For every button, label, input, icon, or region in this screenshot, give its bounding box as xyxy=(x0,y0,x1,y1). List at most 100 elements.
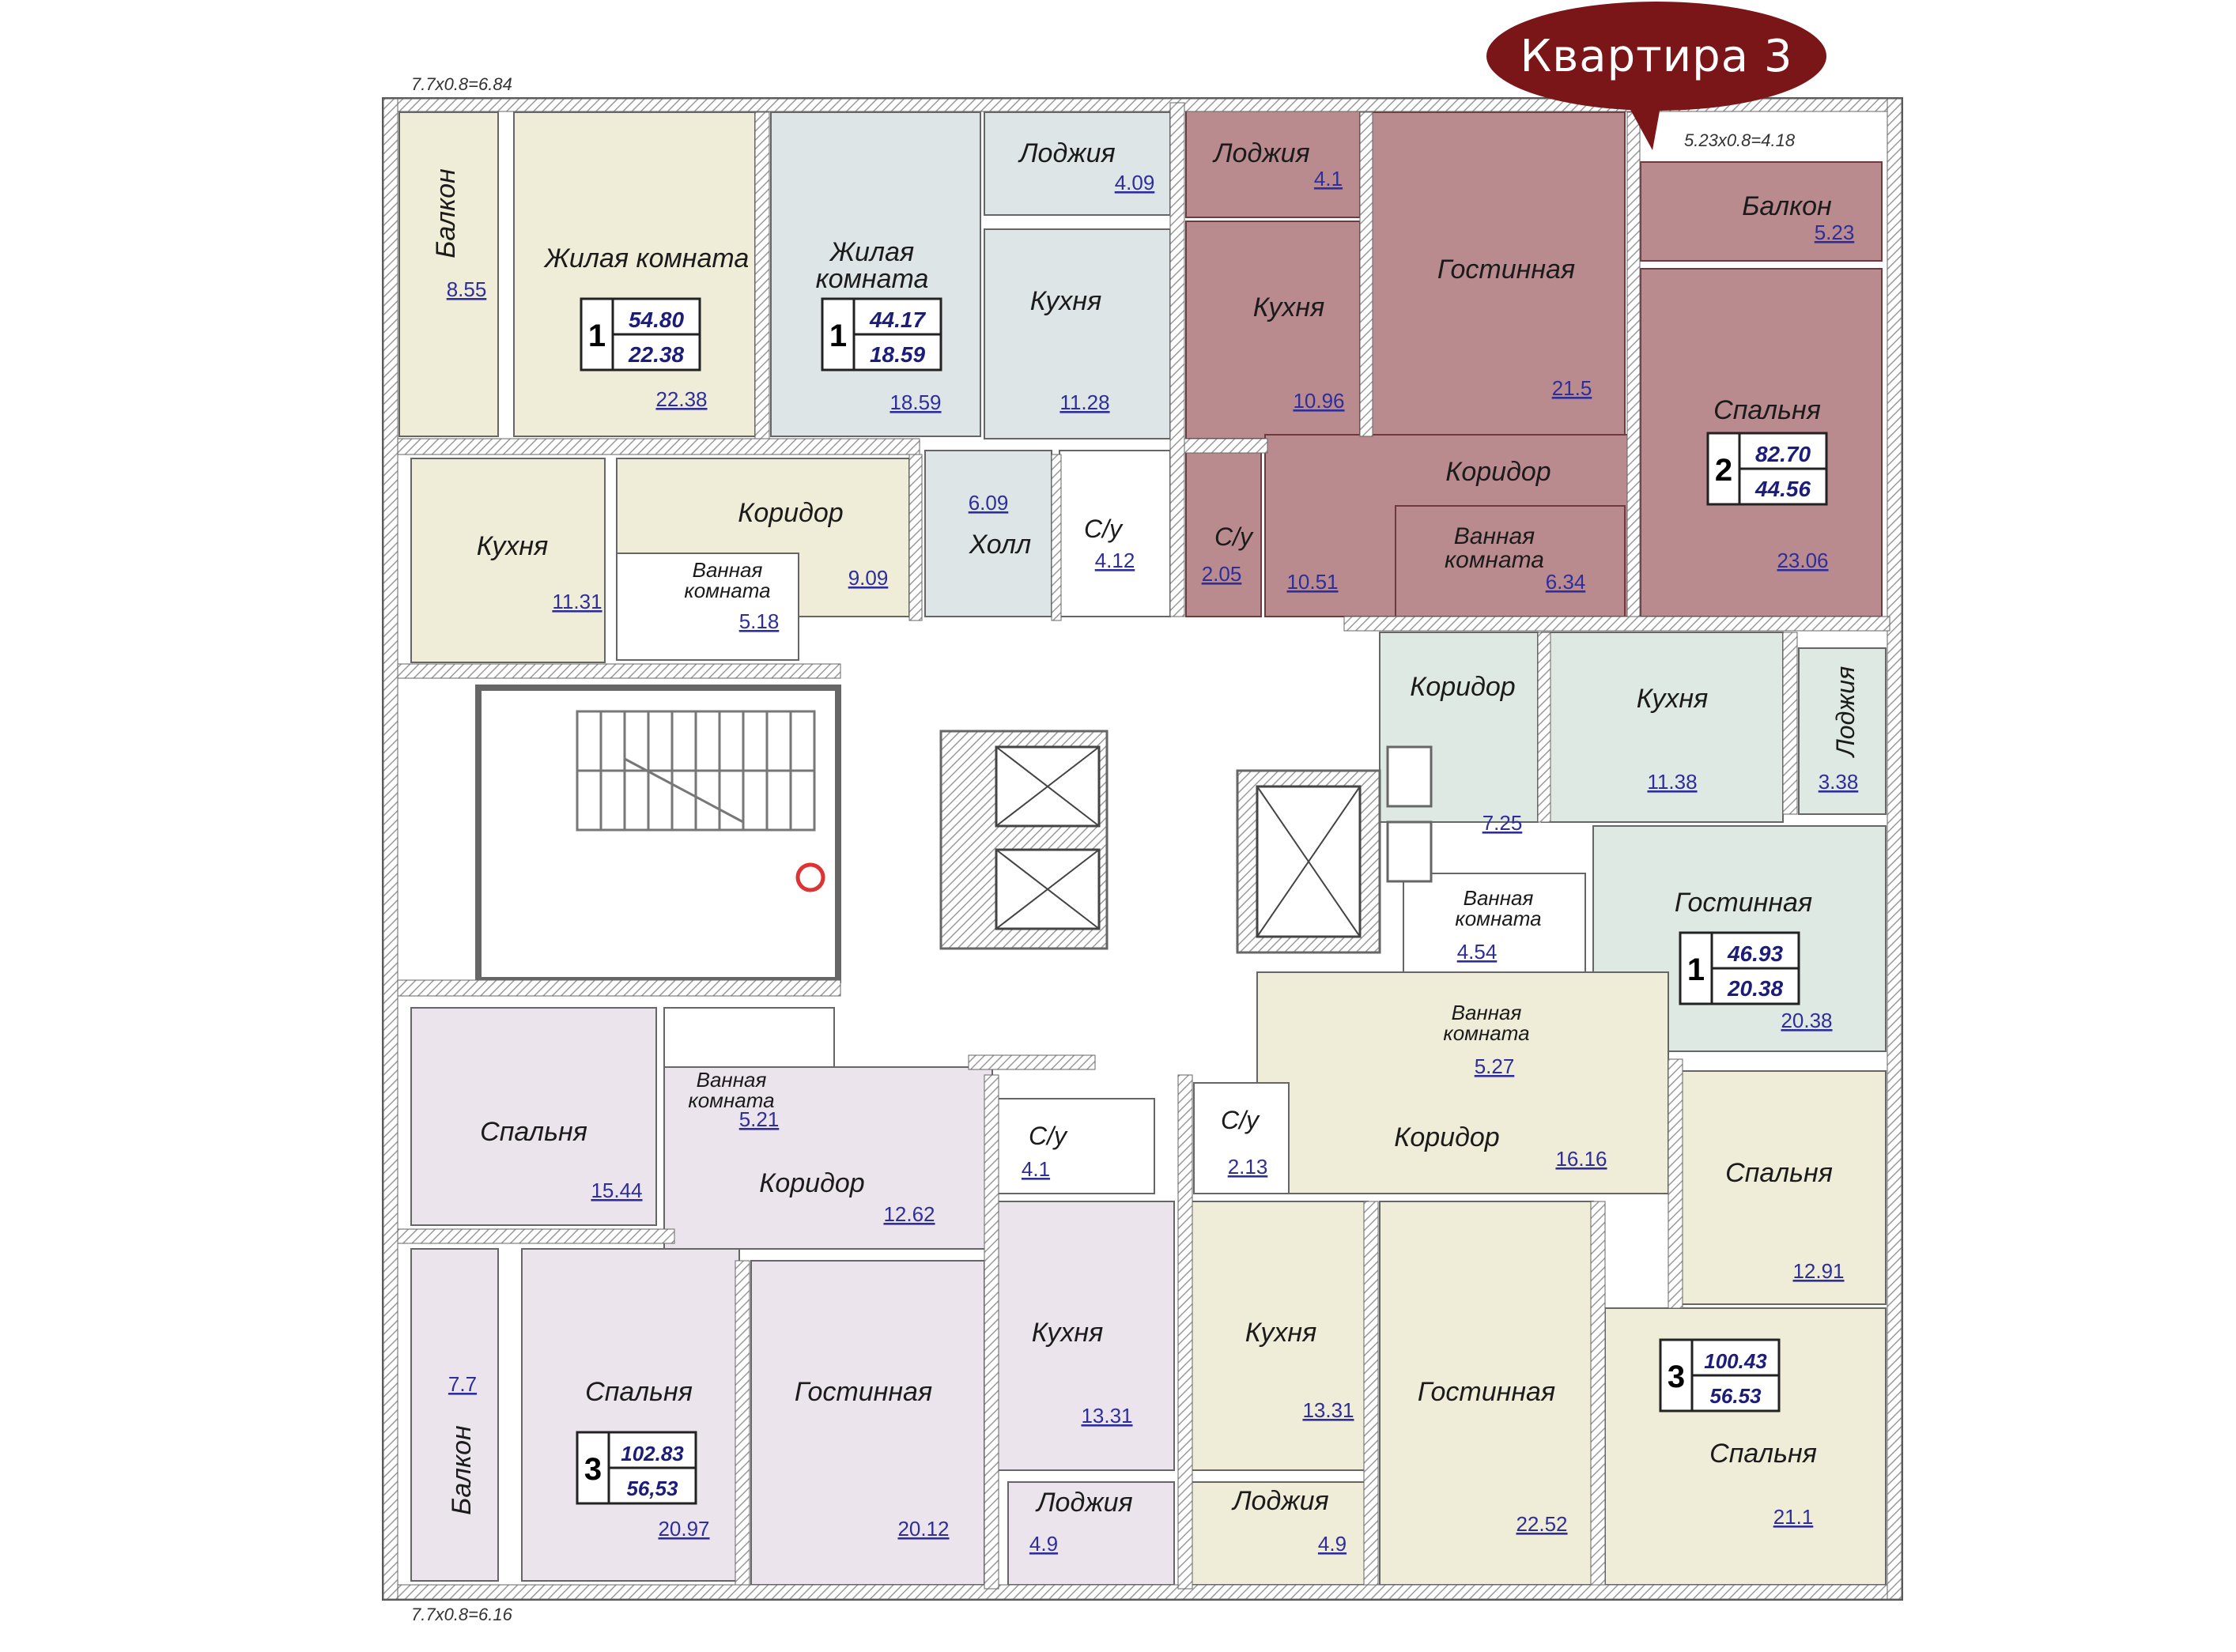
room-name: Гостинная xyxy=(1437,255,1575,285)
room-name: Кухня xyxy=(1637,684,1709,714)
apartment-callout-label: Квартира 3 xyxy=(1520,30,1793,82)
room-area: 20.97 xyxy=(658,1517,709,1541)
room-area: 23.06 xyxy=(1777,549,1828,572)
room-balcony-apt3 xyxy=(1640,161,1883,262)
room-name: С/у xyxy=(1084,515,1124,543)
room-loggia-bottom-left xyxy=(1007,1481,1175,1586)
room-area: 16.16 xyxy=(1555,1147,1607,1171)
apartment-rooms: 3 xyxy=(584,1452,602,1487)
room-area: 6.09 xyxy=(969,491,1009,515)
apartment-badge: 1 46.93 20.38 xyxy=(1679,931,1800,1005)
room-kitchen-bottom-right xyxy=(1189,1201,1369,1471)
room-area: 11.28 xyxy=(1059,390,1109,414)
room-name: Спальня xyxy=(1713,395,1821,425)
room-name: Кухня xyxy=(1253,292,1325,322)
room-name: Лоджия xyxy=(1035,1488,1132,1518)
apartment-rooms: 1 xyxy=(588,319,606,353)
apartment-total: 82.70 xyxy=(1755,442,1811,466)
room-name: Кухня xyxy=(1245,1318,1317,1348)
room-name: Спальня xyxy=(585,1377,693,1407)
apartment-badge: 3 100.43 56.53 xyxy=(1659,1338,1781,1412)
room-area: 10.96 xyxy=(1293,389,1344,413)
apartment-badge: 3 102.83 56,53 xyxy=(576,1431,697,1505)
room-living-bottom-right xyxy=(1379,1201,1594,1586)
room-balcony-bottom-left xyxy=(410,1248,499,1582)
dimension-top-left: 7.7x0.8=6.84 xyxy=(411,74,512,94)
room-bath-top-left xyxy=(616,553,799,661)
room-area: 12.62 xyxy=(883,1202,935,1226)
room-area: 20.12 xyxy=(897,1517,949,1541)
room-name: Спальня xyxy=(1709,1439,1817,1469)
callout-pointer xyxy=(1629,107,1660,150)
shaft-boxes xyxy=(1386,745,1433,883)
room-kitchen-top-middle xyxy=(984,228,1171,439)
apartment-living: 18.59 xyxy=(870,342,925,367)
room-loggia-top-middle xyxy=(984,111,1171,216)
apartment-living: 20.38 xyxy=(1727,976,1783,1001)
room-bath-apt3 xyxy=(1395,505,1626,617)
room-area: 22.38 xyxy=(655,387,707,411)
room-living-apt3 xyxy=(1371,111,1626,437)
room-name: Коридор xyxy=(1410,672,1515,702)
room-area: 21.1 xyxy=(1773,1505,1814,1529)
apartment-badge: 1 54.80 22.38 xyxy=(580,297,701,372)
room-area: 4.1 xyxy=(1022,1157,1050,1181)
room-area: 10.51 xyxy=(1286,570,1338,594)
room-area: 2.13 xyxy=(1228,1155,1268,1179)
room-hall-top-middle xyxy=(924,450,1052,617)
fire-hose-icon xyxy=(795,862,825,892)
room-area: 15.44 xyxy=(591,1179,642,1202)
room-name: Коридор xyxy=(1394,1122,1499,1152)
room-area: 4.9 xyxy=(1029,1532,1058,1556)
room-living-top-left xyxy=(513,111,756,437)
room-area: 4.09 xyxy=(1115,171,1155,194)
room-area: 11.38 xyxy=(1647,770,1697,794)
room-name: Лоджия xyxy=(1231,1486,1328,1516)
room-area: 7.25 xyxy=(1482,811,1523,835)
elevator-shaft-right xyxy=(1236,769,1381,954)
apartment-living: 56.53 xyxy=(1709,1384,1762,1408)
room-area: 13.31 xyxy=(1081,1404,1132,1428)
room-name: Кухня xyxy=(1032,1318,1104,1348)
room-name: Гостинная xyxy=(1675,888,1812,918)
apartment-living: 22.38 xyxy=(628,342,684,367)
room-area: 4.12 xyxy=(1095,549,1135,572)
room-area: 20.38 xyxy=(1781,1009,1832,1032)
room-name: Холл xyxy=(969,530,1031,560)
apartment-total: 46.93 xyxy=(1727,941,1783,966)
room-area: 5.21 xyxy=(739,1107,780,1131)
room-name: Коридор xyxy=(738,498,843,528)
room-name: С/у xyxy=(1029,1122,1068,1150)
room-name: Гостинная xyxy=(795,1377,932,1407)
room-area: 18.59 xyxy=(889,390,941,414)
room-name: Коридор xyxy=(759,1168,864,1198)
apartment-rooms: 2 xyxy=(1715,453,1732,488)
room-kitchen-bottom-left xyxy=(995,1201,1175,1471)
apartment-badge: 1 44.17 18.59 xyxy=(821,297,942,372)
apartment-callout: Квартира 3 xyxy=(1486,2,1826,111)
room-area: 4.54 xyxy=(1457,940,1498,964)
room-name: Балкон xyxy=(447,1425,477,1515)
apartment-total: 54.80 xyxy=(629,307,684,332)
walls xyxy=(383,98,1902,1600)
room-area: 22.52 xyxy=(1516,1512,1567,1536)
room-name: Спальня xyxy=(1725,1158,1833,1188)
room-bath1-right xyxy=(1403,873,1586,973)
room-name: Кухня xyxy=(477,531,549,561)
room-wc-bottom-right xyxy=(1193,1082,1290,1194)
elevator-shaft-left xyxy=(939,730,1109,950)
room-bedroom-apt3 xyxy=(1640,268,1883,617)
apartment-rooms: 3 xyxy=(1668,1360,1685,1394)
room-name: Гостинная xyxy=(1418,1377,1555,1407)
apartment-rooms: 1 xyxy=(1687,952,1705,987)
room-wc-apt3 xyxy=(1185,450,1262,617)
room-name: Лоджия xyxy=(1018,138,1115,168)
room-area: 13.31 xyxy=(1302,1398,1354,1422)
dimension-bottom-left: 7.7x0.8=6.16 xyxy=(411,1605,513,1624)
room-name: Балкон xyxy=(1742,191,1832,221)
